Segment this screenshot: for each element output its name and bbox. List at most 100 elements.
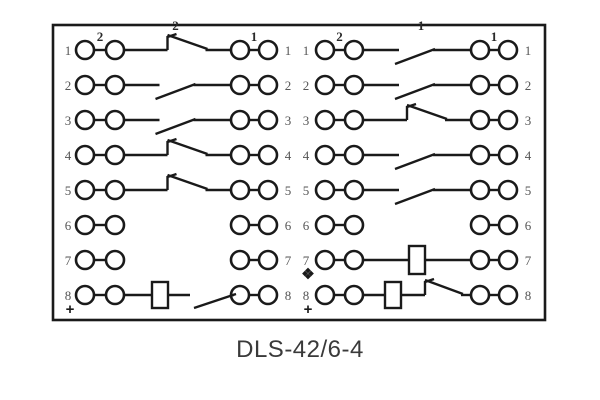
nc-contact-blade (167, 33, 208, 51)
terminal-circle[interactable] (229, 179, 251, 201)
row-label-outer: 6 (65, 218, 72, 233)
terminal-circle[interactable] (497, 179, 519, 201)
terminal-circle[interactable] (343, 39, 365, 61)
coil-box (407, 244, 427, 276)
terminal-circle[interactable] (74, 144, 96, 166)
terminal-circle[interactable] (497, 214, 519, 236)
nc-contact-hook (166, 137, 177, 155)
terminal-circle[interactable] (469, 109, 491, 131)
terminal-circle[interactable] (229, 39, 251, 61)
terminal-circle[interactable] (343, 284, 365, 306)
terminal-circle[interactable] (314, 214, 336, 236)
nc-contact-blade (167, 173, 208, 191)
no-contact-blade (394, 82, 436, 101)
terminal-circle[interactable] (469, 144, 491, 166)
row-label-inner: 7 (525, 253, 532, 268)
row-label-outer: 1 (303, 43, 310, 58)
terminal-circle[interactable] (469, 179, 491, 201)
terminal-circle[interactable] (257, 74, 279, 96)
terminal-circle[interactable] (257, 249, 279, 271)
terminal-circle[interactable] (469, 214, 491, 236)
terminal-circle[interactable] (229, 214, 251, 236)
terminal-circle[interactable] (314, 144, 336, 166)
row-label-inner: 4 (525, 148, 532, 163)
row-label-inner: 6 (525, 218, 532, 233)
terminal-circle[interactable] (469, 249, 491, 271)
terminal-circle[interactable] (74, 249, 96, 271)
terminal-circle[interactable] (104, 144, 126, 166)
terminal-circle[interactable] (497, 249, 519, 271)
terminal-circle[interactable] (469, 284, 491, 306)
terminal-circle[interactable] (497, 144, 519, 166)
row-label-outer: 2 (65, 78, 72, 93)
terminal-circle[interactable] (74, 214, 96, 236)
terminal-circle[interactable] (314, 39, 336, 61)
terminal-circle[interactable] (74, 39, 96, 61)
terminal-circle[interactable] (343, 179, 365, 201)
terminal-circle[interactable] (229, 144, 251, 166)
terminal-circle[interactable] (343, 249, 365, 271)
terminal-circle[interactable] (104, 74, 126, 96)
terminal-circle[interactable] (74, 74, 96, 96)
terminal-circle[interactable] (314, 284, 336, 306)
row-label-inner: 1 (285, 43, 292, 58)
terminal-circle[interactable] (257, 179, 279, 201)
no-contact-blade (193, 292, 237, 310)
nc-contact-blade (424, 278, 464, 296)
no-contact-blade (155, 82, 196, 101)
row-label-inner: 3 (525, 113, 532, 128)
terminal-circle[interactable] (104, 179, 126, 201)
terminal-circle[interactable] (104, 284, 126, 306)
terminal-circle[interactable] (74, 284, 96, 306)
terminal-circle[interactable] (343, 144, 365, 166)
polarity-mark: + (66, 301, 75, 318)
nc-contact-blade (406, 103, 448, 121)
terminal-circle[interactable] (343, 74, 365, 96)
contact-tag-right: 1 (251, 29, 258, 44)
terminal-circle[interactable] (104, 249, 126, 271)
terminal-circle[interactable] (469, 39, 491, 61)
terminal-circle[interactable] (497, 284, 519, 306)
terminal-circle[interactable] (74, 179, 96, 201)
terminal-circle[interactable] (104, 109, 126, 131)
terminal-circle[interactable] (314, 249, 336, 271)
contact-tag-right: 1 (491, 29, 498, 44)
terminal-circle[interactable] (497, 109, 519, 131)
nc-contact-hook (166, 32, 177, 50)
terminal-circle[interactable] (497, 39, 519, 61)
terminal-circle[interactable] (497, 74, 519, 96)
row-label-outer: 5 (65, 183, 72, 198)
terminal-circle[interactable] (229, 74, 251, 96)
no-contact-blade (394, 152, 436, 171)
terminal-circle[interactable] (469, 74, 491, 96)
terminal-circle[interactable] (343, 109, 365, 131)
terminal-circle[interactable] (104, 214, 126, 236)
terminal-circle[interactable] (314, 109, 336, 131)
polarity-mark: ❖ (301, 266, 314, 283)
terminal-circle[interactable] (343, 214, 365, 236)
terminal-circle[interactable] (229, 249, 251, 271)
terminal-circle[interactable] (257, 214, 279, 236)
terminal-circle[interactable] (257, 284, 279, 306)
terminal-circle[interactable] (257, 39, 279, 61)
terminal-circle[interactable] (257, 144, 279, 166)
row-label-inner: 7 (285, 253, 292, 268)
terminal-circle[interactable] (257, 109, 279, 131)
contact-tag-switch: 1 (418, 18, 425, 33)
terminal-circle[interactable] (74, 109, 96, 131)
terminal-circle[interactable] (314, 179, 336, 201)
terminal-circle[interactable] (229, 109, 251, 131)
terminal-circle[interactable] (104, 39, 126, 61)
contact-tag-left: 2 (97, 29, 104, 44)
row-label-inner: 1 (525, 43, 532, 58)
no-contact-blade (394, 47, 436, 66)
terminal-circle[interactable] (314, 74, 336, 96)
